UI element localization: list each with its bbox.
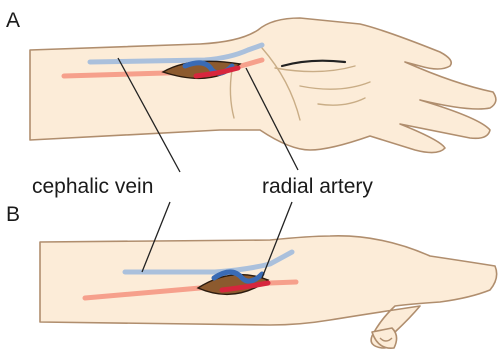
radial-artery-label: radial artery — [262, 176, 373, 197]
panel-b-arm — [40, 236, 497, 348]
panel-a-arm — [30, 18, 496, 153]
panel-label-a: A — [6, 10, 20, 31]
cephalic-vein-label: cephalic vein — [32, 176, 153, 197]
panel-label-b: B — [6, 204, 20, 225]
